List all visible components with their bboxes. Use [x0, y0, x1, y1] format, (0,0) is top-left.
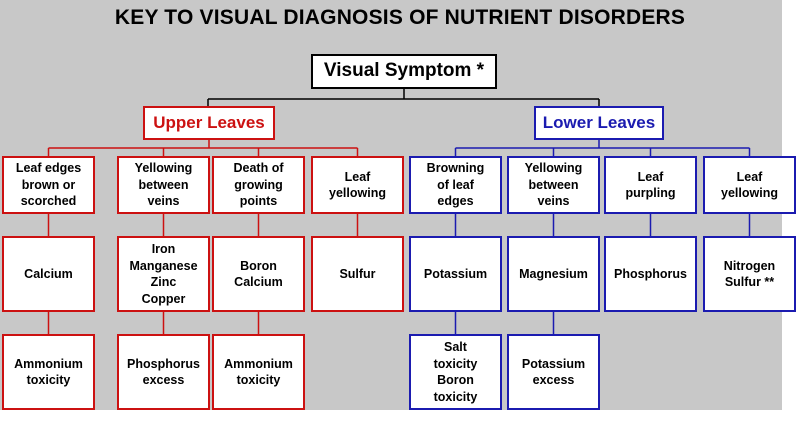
- lower-symptom-2-box: Leaf purpling: [604, 156, 697, 214]
- upper-cause-1-1-box: Phosphorus excess: [117, 334, 210, 410]
- upper-leaves-header: Upper Leaves: [143, 106, 275, 140]
- lower-cause-1-0-box: Magnesium: [507, 236, 600, 312]
- lower-symptom-3-box: Leaf yellowing: [703, 156, 796, 214]
- upper-symptom-3-box: Leaf yellowing: [311, 156, 404, 214]
- upper-cause-1-0-box: Iron Manganese Zinc Copper: [117, 236, 210, 312]
- upper-cause-2-0-box: Boron Calcium: [212, 236, 305, 312]
- lower-cause-0-1-box: Salt toxicity Boron toxicity: [409, 334, 502, 410]
- upper-symptom-0-box: Leaf edges brown or scorched: [2, 156, 95, 214]
- lower-leaves-header: Lower Leaves: [534, 106, 664, 140]
- upper-cause-2-1-box: Ammonium toxicity: [212, 334, 305, 410]
- diagram-title: KEY TO VISUAL DIAGNOSIS OF NUTRIENT DISO…: [114, 6, 686, 29]
- lower-cause-0-0-box: Potassium: [409, 236, 502, 312]
- upper-symptom-2-box: Death of growing points: [212, 156, 305, 214]
- lower-cause-2-0-box: Phosphorus: [604, 236, 697, 312]
- upper-cause-3-0-box: Sulfur: [311, 236, 404, 312]
- upper-cause-0-0-box: Calcium: [2, 236, 95, 312]
- upper-symptom-1-box: Yellowing between veins: [117, 156, 210, 214]
- lower-symptom-0-box: Browning of leaf edges: [409, 156, 502, 214]
- root-visual-symptom-box: Visual Symptom *: [311, 54, 497, 89]
- lower-cause-3-0-box: Nitrogen Sulfur **: [703, 236, 796, 312]
- lower-symptom-1-box: Yellowing between veins: [507, 156, 600, 214]
- upper-cause-0-1-box: Ammonium toxicity: [2, 334, 95, 410]
- lower-cause-1-1-box: Potassium excess: [507, 334, 600, 410]
